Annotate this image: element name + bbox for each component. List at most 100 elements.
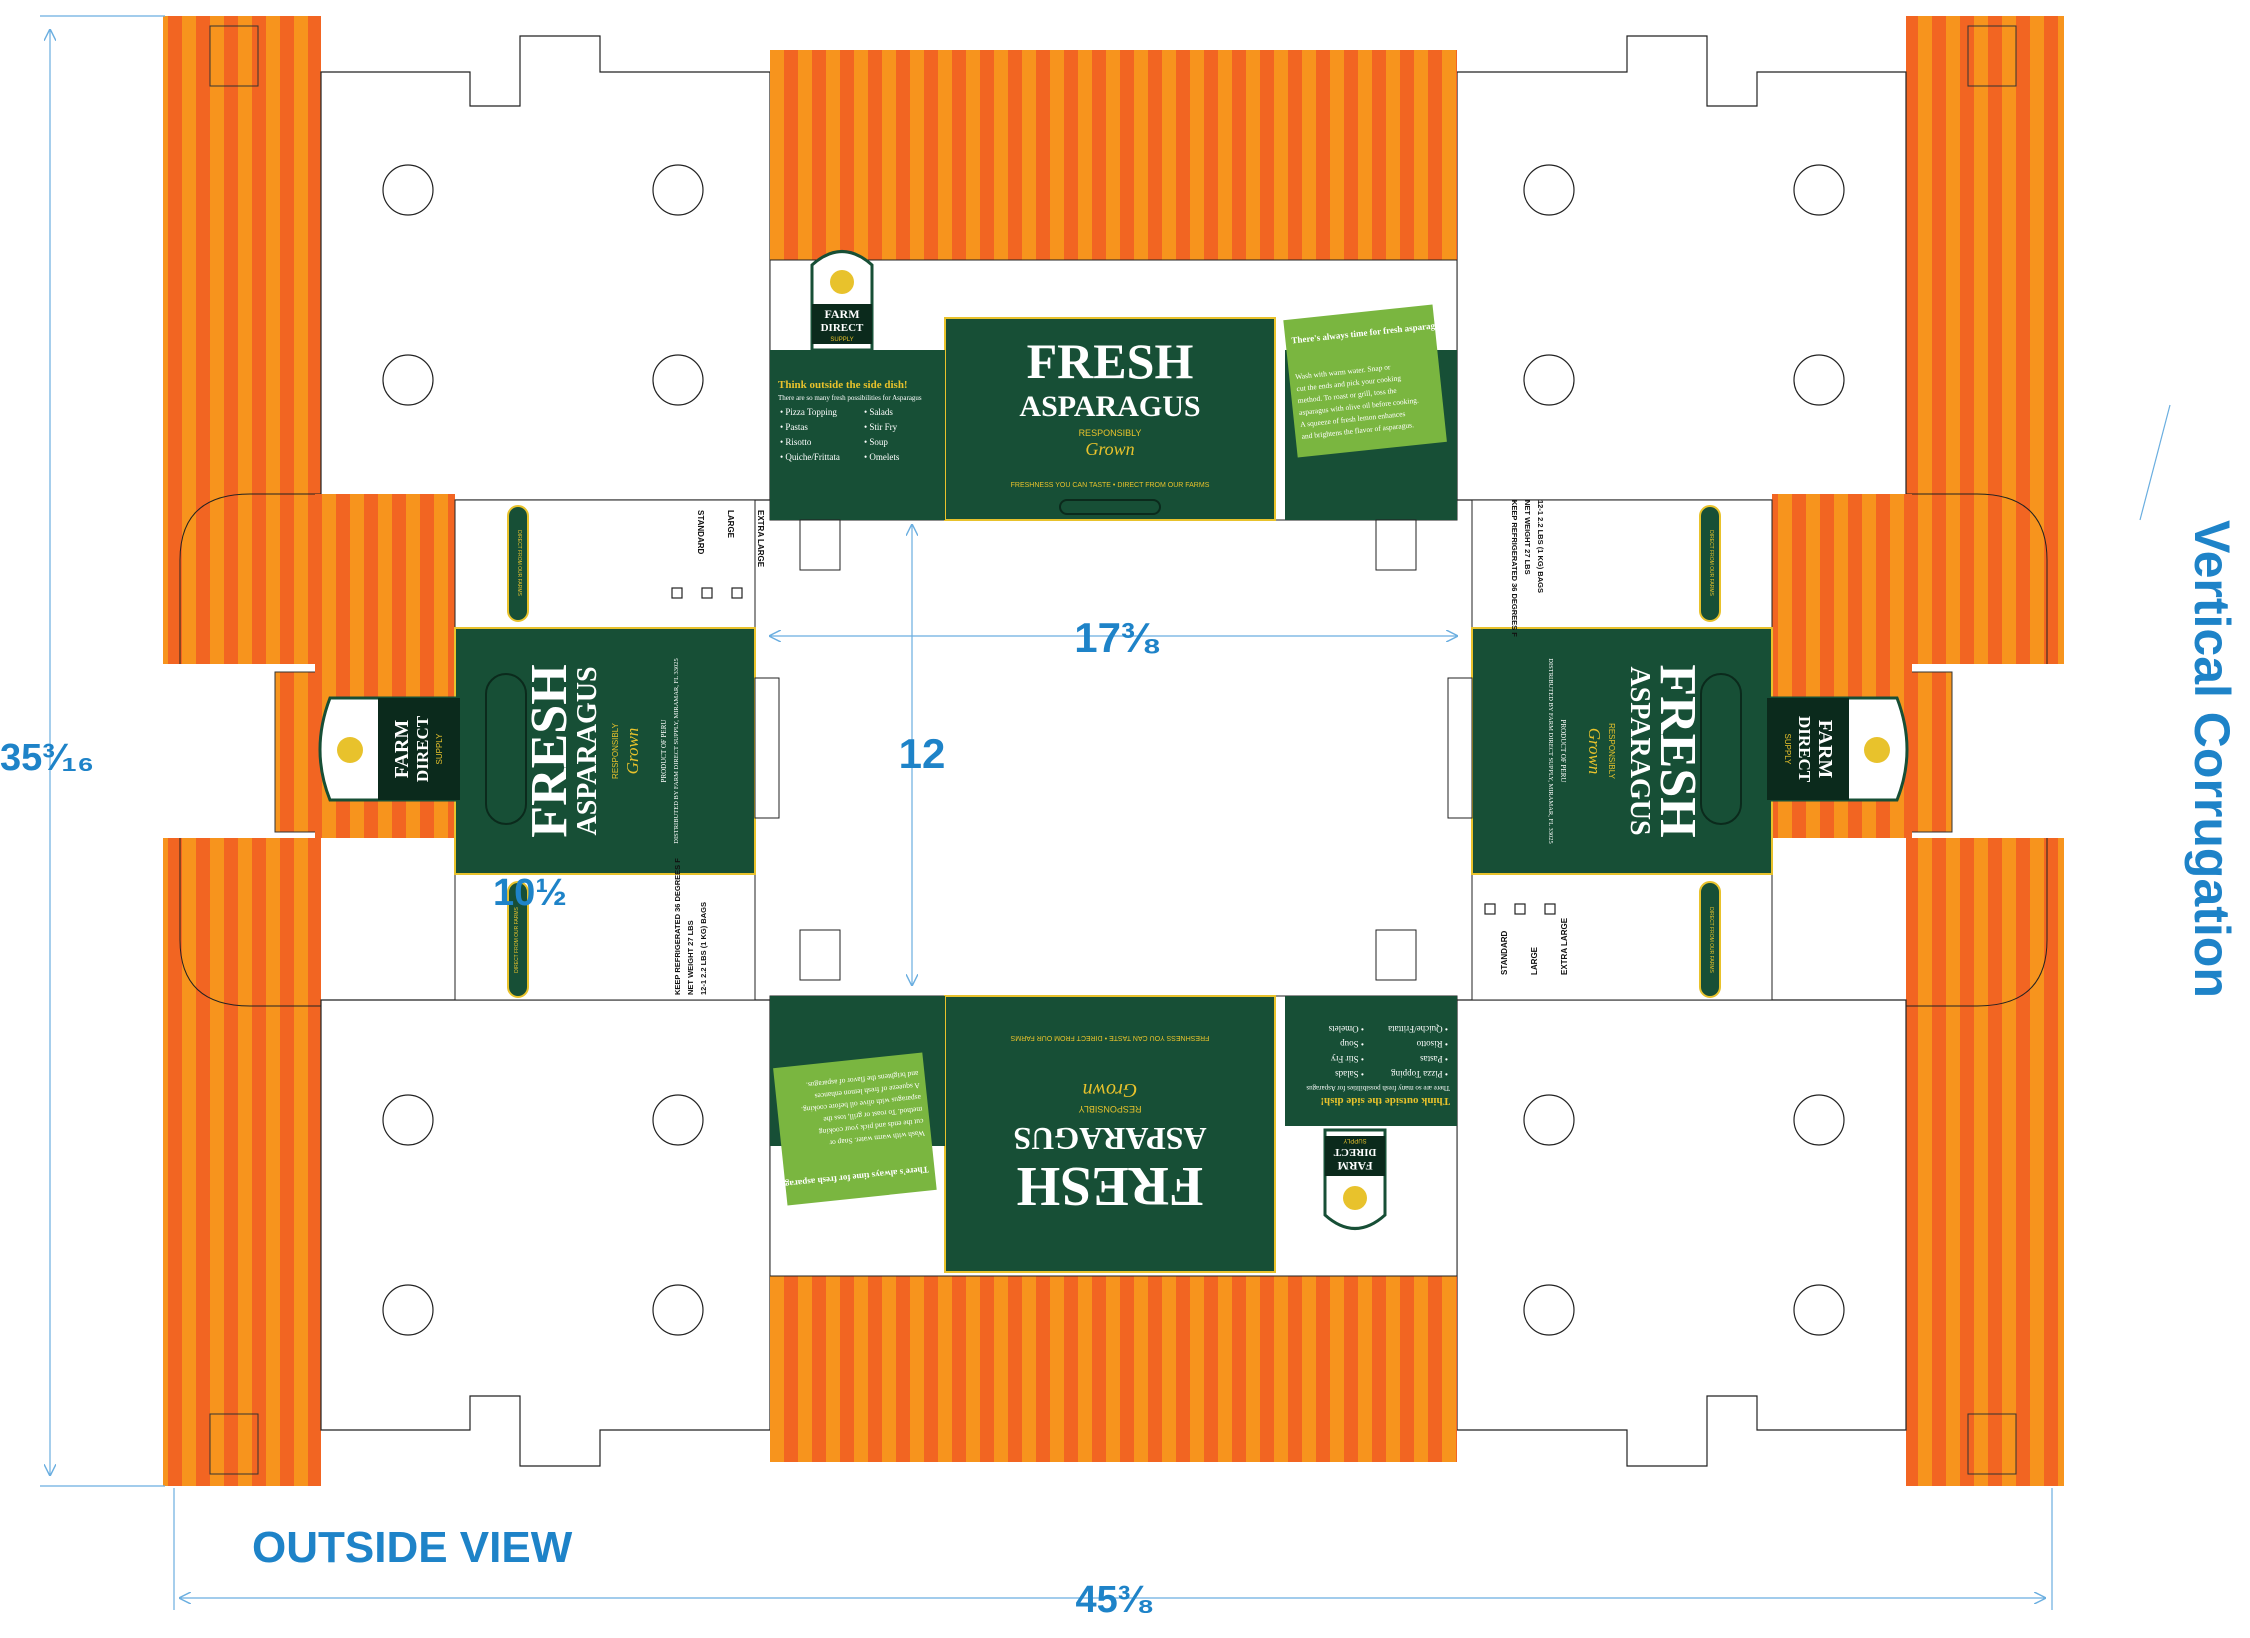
left-origin: PRODUCT OF PERU — [660, 720, 668, 783]
bottom-responsibly: RESPONSIBLY — [1079, 1104, 1142, 1114]
right-bottom-info: STANDARD LARGE EXTRA LARGE — [1500, 917, 1569, 975]
left-brand-line2: DIRECT — [413, 715, 432, 782]
bottom-grown: Grown — [1083, 1079, 1138, 1101]
top-title-line2: ASPARAGUS — [1019, 390, 1200, 423]
side-dish-item: • Omelets — [1328, 1024, 1364, 1034]
left-end-green-panel — [454, 627, 756, 875]
right-responsibly: RESPONSIBLY — [1607, 723, 1616, 780]
left-bags: 12-1 2.2 LBS (1 KG) BAGS — [699, 902, 708, 995]
left-size-standard: STANDARD — [696, 510, 705, 555]
left-net-weight: NET WEIGHT 27 LBS — [686, 920, 695, 995]
farm-direct-logo-bottom — [1323, 1128, 1387, 1230]
left-top-info: STANDARD LARGE EXTRA LARGE — [696, 510, 765, 568]
farm-direct-logo-top — [810, 250, 874, 352]
left-bottom-info: KEEP REFRIGERATED 36 DEGREES F NET WEIGH… — [673, 858, 708, 995]
height-dimension: 35³⁄₁₆ — [0, 737, 94, 779]
end-badges — [507, 505, 1721, 998]
inner-width-dimension: 17³⁄₈ — [1074, 614, 1161, 661]
dimension-labels: 35³⁄₁₆ 45³⁄₈ 17³⁄₈ 12 10½ OUTSIDE VIEW V… — [0, 520, 2240, 1621]
side-dish-item: • Risotto — [780, 437, 812, 447]
side-dish-item: • Pastas — [780, 422, 808, 432]
bottom-side-dish-intro: There are so many fresh possibilities fo… — [1306, 1084, 1450, 1092]
bottom-right-green-panel — [1285, 996, 1457, 1126]
right-brand-line3: SUPPLY — [1783, 734, 1792, 766]
side-dish-item: • Stir Fry — [864, 422, 898, 432]
bottom-main-green-panel — [944, 995, 1276, 1273]
side-dish-item: • Stir Fry — [1330, 1054, 1364, 1064]
left-storage: KEEP REFRIGERATED 36 DEGREES F — [673, 858, 682, 995]
width-dimension: 45³⁄₈ — [1075, 1579, 1154, 1621]
farm-direct-logo-left — [318, 696, 462, 802]
size-checkboxes — [671, 587, 1556, 915]
right-grown: Grown — [1585, 728, 1604, 775]
right-bags: 12-1 2.2 LBS (1 KG) BAGS — [1536, 500, 1545, 593]
side-dish-item: • Risotto — [1416, 1039, 1448, 1049]
bottom-title-line1: FRESH — [1017, 1155, 1204, 1217]
right-end-green-panel — [1471, 627, 1773, 875]
right-distributor: DISTRIBUTED BY FARM DIRECT SUPPLY, MIRAM… — [1547, 658, 1554, 843]
left-brand-line1: FARM — [391, 720, 413, 779]
left-badge-top: DIRECT FROM OUR FARMS — [516, 530, 522, 596]
top-brand-line2: DIRECT — [821, 322, 864, 334]
side-tabs — [754, 519, 1473, 981]
bottom-tip-box — [773, 1052, 937, 1206]
left-size-large: LARGE — [726, 510, 735, 539]
top-main-green-panel — [944, 317, 1276, 521]
top-panel-text: FRESH ASPARAGUS RESPONSIBLY Grown FRESHN… — [1011, 333, 1210, 489]
side-dish-intro: There are so many fresh possibilities fo… — [778, 394, 922, 402]
farm-direct-logo-right — [1765, 696, 1909, 802]
top-grown: Grown — [1085, 439, 1134, 459]
right-top-info: KEEP REFRIGERATED 36 DEGREES F NET WEIGH… — [1510, 500, 1545, 637]
side-depth-dimension: 10½ — [493, 872, 567, 914]
left-badge-bottom: DIRECT FROM OUR FARMS — [514, 906, 520, 972]
right-size-xlarge: EXTRA LARGE — [1560, 917, 1569, 975]
outside-view-label: OUTSIDE VIEW — [252, 1523, 573, 1572]
bottom-panel-text: FRESH ASPARAGUS RESPONSIBLY Grown FRESHN… — [1010, 1034, 1209, 1217]
left-brand-line3: SUPPLY — [435, 733, 444, 765]
bottom-tagline: FRESHNESS YOU CAN TASTE • DIRECT FROM OU… — [1010, 1034, 1209, 1041]
side-dish-item: • Quiche/Frittata — [1388, 1024, 1448, 1034]
top-hand-slot — [1059, 499, 1161, 515]
side-dish-item: • Soup — [864, 437, 888, 447]
side-dish-item: • Soup — [1340, 1039, 1364, 1049]
right-size-large: LARGE — [1530, 946, 1539, 975]
bottom-brand-line2: DIRECT — [1333, 1146, 1376, 1158]
bottom-logo-text: FARM DIRECT SUPPLY — [1333, 1137, 1376, 1173]
side-dish-item: • Quiche/Frittata — [780, 452, 840, 462]
side-dish-item: • Salads — [1335, 1069, 1364, 1079]
side-dish-item: • Pizza Topping — [780, 407, 837, 417]
top-tip-box — [1283, 304, 1447, 458]
top-left-green-panel — [770, 350, 945, 520]
left-title-line1: FRESH — [521, 664, 578, 837]
left-end-text: FRESH ASPARAGUS RESPONSIBLY Grown PRODUC… — [521, 658, 680, 843]
bottom-title-line2: ASPARAGUS — [1013, 1121, 1206, 1157]
left-logo-text: FARM DIRECT SUPPLY — [391, 715, 444, 782]
side-dish-item: • Pizza Topping — [1391, 1069, 1448, 1079]
left-distributor: DISTRIBUTED BY FARM DIRECT SUPPLY, MIRAM… — [673, 658, 680, 843]
left-end-striped — [315, 494, 756, 1001]
top-brand-line1: FARM — [824, 307, 859, 321]
right-badge-bottom: DIRECT FROM OUR FARMS — [1708, 907, 1714, 973]
left-size-xlarge: EXTRA LARGE — [756, 510, 765, 568]
right-origin: PRODUCT OF PERU — [1559, 720, 1567, 783]
dimension-lines — [40, 15, 2171, 1610]
right-badge-top: DIRECT FROM OUR FARMS — [1708, 530, 1714, 596]
top-logo-text: FARM DIRECT SUPPLY — [821, 307, 864, 343]
right-title-line2: ASPARAGUS — [1624, 666, 1655, 835]
left-grown: Grown — [623, 728, 642, 775]
side-dish-heading: Think outside the side dish! — [778, 379, 908, 391]
side-dish-item: • Salads — [864, 407, 893, 417]
right-net-weight: NET WEIGHT 27 LBS — [1523, 500, 1532, 575]
right-brand-line1: FARM — [1814, 720, 1836, 779]
side-dish-item: • Pastas — [1420, 1054, 1448, 1064]
top-brand-line3: SUPPLY — [830, 337, 853, 343]
left-hand-slot — [485, 673, 527, 825]
bottom-side-dish: Think outside the side dish! There are s… — [1306, 1024, 1450, 1107]
right-badges-text: DIRECT FROM OUR FARMS DIRECT FROM OUR FA… — [1708, 530, 1714, 973]
top-title-line1: FRESH — [1027, 333, 1194, 389]
right-title-line1: FRESH — [1649, 664, 1706, 837]
left-title-line2: ASPARAGUS — [572, 666, 603, 835]
right-storage: KEEP REFRIGERATED 36 DEGREES F — [1510, 500, 1519, 637]
